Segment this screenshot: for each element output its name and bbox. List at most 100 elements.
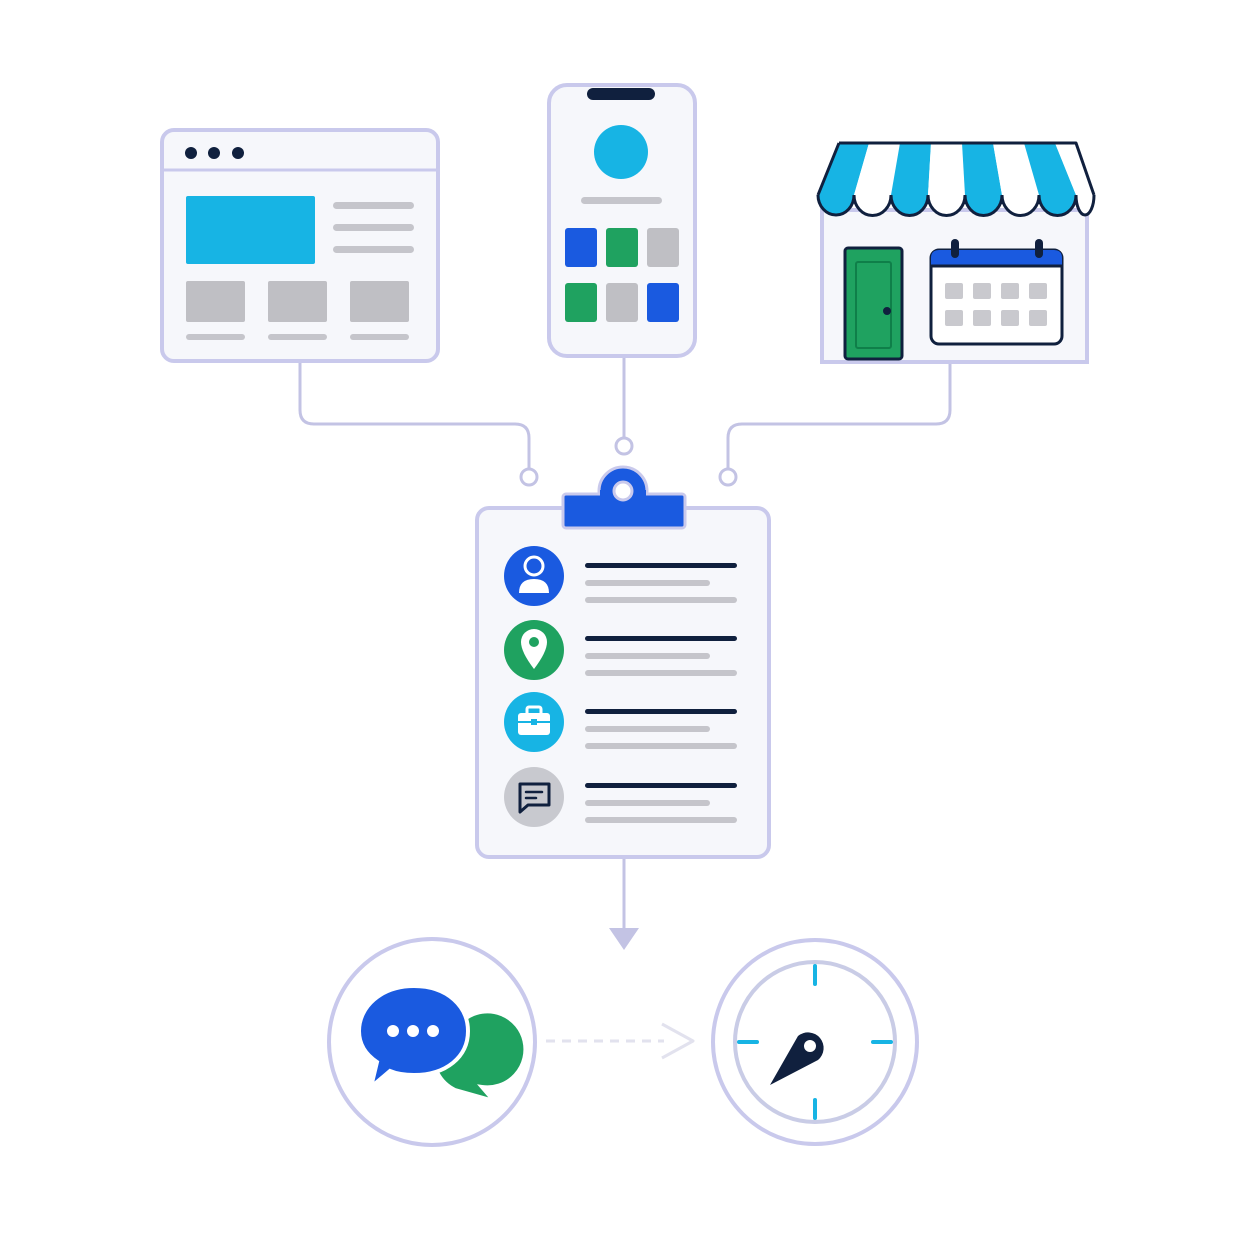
form-row-work xyxy=(504,692,737,752)
store-awning xyxy=(816,141,1096,218)
store-door-icon xyxy=(843,246,904,361)
calendar-day xyxy=(973,283,991,299)
awning-stripe xyxy=(962,143,1002,195)
connector-dot xyxy=(614,436,634,456)
typing-dot xyxy=(387,1025,399,1037)
app-tile xyxy=(606,283,638,322)
chat-bubbles-icon xyxy=(327,937,537,1147)
connector-dot xyxy=(519,467,539,487)
awning-stripe xyxy=(891,143,931,195)
app-tile xyxy=(565,228,597,267)
text-line xyxy=(333,202,414,209)
text-line xyxy=(186,334,245,340)
hero-image-block xyxy=(186,196,315,264)
calendar-ring xyxy=(951,239,959,258)
door-panel xyxy=(843,246,904,361)
compass-icon xyxy=(711,938,919,1146)
app-tile xyxy=(565,283,597,322)
window-dot xyxy=(232,147,244,159)
awning-scallop xyxy=(818,195,854,215)
row-text-line xyxy=(585,800,710,806)
awning-scallop xyxy=(854,195,891,216)
row-text-line xyxy=(585,743,737,749)
calendar-header xyxy=(931,250,1062,266)
awning-edge xyxy=(816,194,1096,218)
awning-stripe xyxy=(1024,143,1076,195)
calendar-day xyxy=(973,310,991,326)
pin-shape xyxy=(521,629,547,669)
compass-needle-hub xyxy=(804,1040,816,1052)
row-title-line xyxy=(585,783,737,788)
user-body xyxy=(519,579,549,593)
awning-outline xyxy=(816,141,1096,196)
connector-website-to-hub xyxy=(298,360,531,472)
row-text-line xyxy=(585,817,737,823)
phone-notch xyxy=(587,88,655,100)
awning-scallop xyxy=(928,195,965,216)
awning-stripe xyxy=(854,143,900,195)
text-line xyxy=(268,334,327,340)
calendar-day xyxy=(1029,283,1047,299)
window-dot xyxy=(185,147,197,159)
pin-hole xyxy=(529,637,539,647)
connector-store-to-hub xyxy=(726,360,952,472)
content-card xyxy=(350,281,409,322)
arrow-right-icon xyxy=(661,1022,695,1060)
note-bubble xyxy=(518,782,551,814)
door-inset xyxy=(855,261,892,349)
row-title-line xyxy=(585,636,737,641)
calendar-day xyxy=(1029,310,1047,326)
calendar-icon xyxy=(929,239,1064,346)
form-row-location xyxy=(504,620,737,680)
briefcase-latch xyxy=(531,719,537,725)
typing-dot xyxy=(407,1025,419,1037)
awning-stripe xyxy=(1055,143,1094,195)
app-tile xyxy=(647,228,679,267)
connector-dot xyxy=(718,467,738,487)
awning-scallop xyxy=(891,195,928,216)
browser-window-icon xyxy=(160,128,440,363)
content-card xyxy=(186,281,245,322)
typing-dot xyxy=(427,1025,439,1037)
app-tile xyxy=(606,228,638,267)
arrow-down-icon xyxy=(609,928,639,950)
awning-stripe xyxy=(993,143,1039,195)
profile-avatar xyxy=(594,125,648,179)
text-line xyxy=(581,197,662,204)
row-text-line xyxy=(585,580,710,586)
calendar-ring xyxy=(1035,239,1043,258)
smartphone-app-icon xyxy=(547,83,697,358)
calendar-day xyxy=(1001,310,1019,326)
calendar-day xyxy=(945,310,963,326)
row-title-line xyxy=(585,563,737,568)
clip-hole xyxy=(612,480,634,502)
clipboard-icon xyxy=(475,465,771,859)
text-line xyxy=(350,334,409,340)
row-text-line xyxy=(585,726,710,732)
text-line xyxy=(333,224,414,231)
output-link-arrow xyxy=(546,1022,695,1060)
storefront-calendar-icon xyxy=(816,141,1096,364)
app-tile xyxy=(647,283,679,322)
text-line xyxy=(333,246,414,253)
door-knob xyxy=(883,307,891,315)
awning-stripe xyxy=(928,143,965,195)
row-text-line xyxy=(585,670,737,676)
row-title-line xyxy=(585,709,737,714)
connector-lines xyxy=(298,355,952,932)
calendar-day-grid xyxy=(945,283,1047,326)
awning-stripe xyxy=(818,143,869,195)
calendar-day xyxy=(945,283,963,299)
form-row-user xyxy=(504,546,737,606)
window-dot xyxy=(208,147,220,159)
row-text-line xyxy=(585,597,737,603)
connector-end-dots xyxy=(519,436,738,487)
user-head xyxy=(523,555,545,577)
awning-scallop xyxy=(965,195,1002,216)
form-row-notes xyxy=(504,767,737,827)
awning-scallop xyxy=(1039,195,1076,216)
clipboard-clip xyxy=(561,465,687,530)
awning-scallop xyxy=(1002,195,1039,216)
